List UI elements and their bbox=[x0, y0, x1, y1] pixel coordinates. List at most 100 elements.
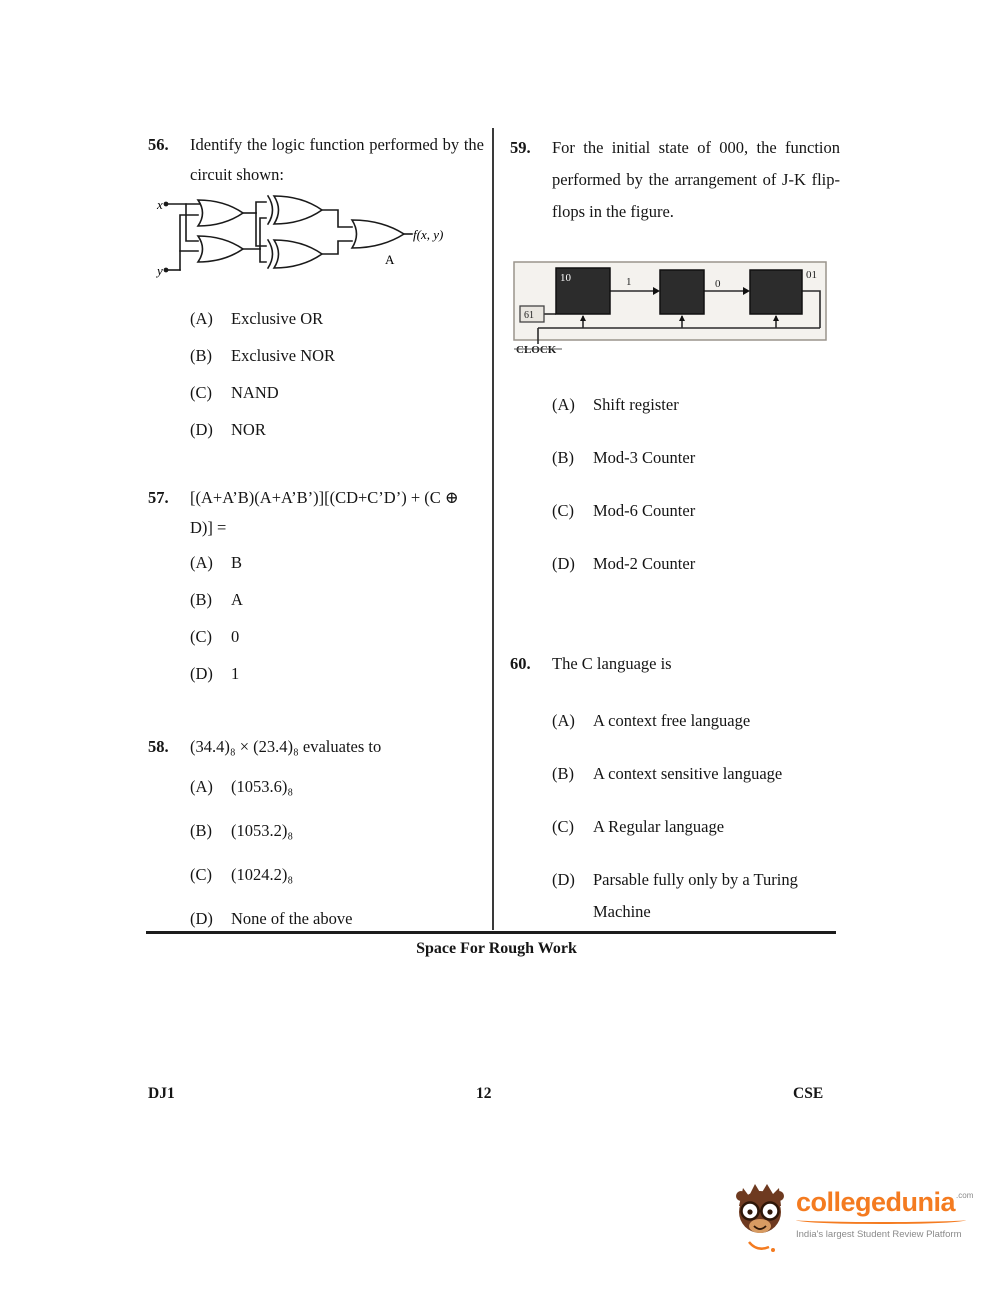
option-label: (B) bbox=[552, 764, 574, 783]
page-number: 12 bbox=[476, 1085, 492, 1102]
question-number: 60. bbox=[510, 654, 531, 673]
option-text: Mod-6 Counter bbox=[593, 501, 696, 520]
option-label: (A) bbox=[190, 553, 213, 572]
option-a: (A) Exclusive OR bbox=[190, 307, 484, 330]
option-text: Exclusive NOR bbox=[231, 346, 336, 365]
flipflop-figure: 10 1 0 01 61 CLOCK bbox=[510, 254, 840, 363]
question-number: 56. bbox=[148, 135, 169, 154]
brand-name: collegedunia bbox=[796, 1187, 956, 1217]
question-text: For the initial state of 000, the functi… bbox=[552, 138, 840, 221]
option-a: (A) Shift register bbox=[552, 389, 840, 421]
question-number: 59. bbox=[510, 138, 531, 157]
option-text: (1024.2)₈ bbox=[231, 865, 294, 884]
option-label: (B) bbox=[552, 448, 574, 467]
question-56: 56. Identify the logic function performe… bbox=[148, 130, 484, 455]
option-text: Mod-2 Counter bbox=[593, 554, 696, 573]
brand-tagline: India's largest Student Review Platform bbox=[796, 1229, 962, 1240]
option-label: (B) bbox=[190, 590, 212, 609]
question-number: 58. bbox=[148, 737, 169, 756]
option-label: (C) bbox=[552, 817, 574, 836]
option-text: 0 bbox=[231, 627, 240, 646]
option-label: (A) bbox=[190, 777, 213, 796]
question-text: (34.4)₈ × (23.4)₈ evaluates to bbox=[190, 737, 382, 756]
collegedunia-logo: collegedunia .com India's largest Studen… bbox=[733, 1180, 973, 1259]
option-text: Parsable fully only by a Turing Machine bbox=[593, 870, 798, 921]
option-text: NAND bbox=[231, 383, 279, 402]
question-head: 57. [(A+A’B)(A+A’B’)][(CD+C’D’) + (C ⊕ D… bbox=[148, 483, 484, 543]
question-text: [(A+A’B)(A+A’B’)][(CD+C’D’) + (C ⊕ D)] = bbox=[190, 488, 459, 537]
options-list: (A) B (B) A (C) 0 (D) 1 bbox=[190, 551, 484, 685]
option-b: (B) A context sensitive language bbox=[552, 758, 840, 790]
rough-work-label: Space For Rough Work bbox=[416, 940, 577, 957]
option-label: (A) bbox=[552, 711, 575, 730]
option-label: (B) bbox=[190, 346, 212, 365]
option-text: B bbox=[231, 553, 243, 572]
section-rule bbox=[146, 931, 836, 934]
clock-label: CLOCK bbox=[516, 344, 557, 356]
option-text: Exclusive OR bbox=[231, 309, 324, 328]
option-d: (D)Mod-2 Counter bbox=[552, 548, 840, 580]
question-text: The C language is bbox=[552, 654, 672, 673]
question-text: Identify the logic function performed by… bbox=[190, 135, 484, 184]
brand-row: collegedunia .com bbox=[796, 1188, 973, 1216]
booklet-code: DJ1 bbox=[148, 1085, 175, 1102]
options-list: (A) Shift register (B) Mod-3 Counter (C) Mo… bbox=[552, 389, 840, 580]
paper-code: CSE bbox=[793, 1085, 824, 1102]
circuit-input-y-label: y bbox=[156, 263, 163, 278]
brand-suffix: .com bbox=[956, 1191, 974, 1200]
option-text: A bbox=[231, 590, 243, 609]
column-divider bbox=[492, 128, 494, 930]
option-a: (A) A context free language bbox=[552, 705, 840, 737]
option-text: None of the above bbox=[231, 909, 353, 928]
question-number: 57. bbox=[148, 488, 169, 507]
option-text: A context sensitive language bbox=[593, 764, 783, 783]
circuit-gate-a-label: A bbox=[385, 252, 395, 267]
flipflop-tag-right: 01 bbox=[806, 269, 817, 281]
flipflop-tag-mid2: 0 bbox=[715, 278, 721, 290]
option-label: (C) bbox=[552, 501, 574, 520]
question-58: 58. (34.4)₈ × (23.4)₈ evaluates to (A) (1… bbox=[148, 732, 493, 951]
circuit-output-label: f(x, y) bbox=[413, 227, 443, 242]
option-b: (B) Mod-3 Counter bbox=[552, 442, 840, 474]
options-list: (A) A context free language (B) A context … bbox=[552, 705, 840, 928]
option-text: (1053.2)₈ bbox=[231, 821, 294, 840]
option-text: A Regular language bbox=[593, 817, 725, 836]
option-a: (A) B bbox=[190, 551, 484, 574]
option-b: (B) Exclusive NOR bbox=[190, 344, 484, 367]
option-d: (D) None of the above bbox=[190, 907, 493, 930]
question-head: 59. For the initial state of 000, the fu… bbox=[510, 132, 840, 228]
options-list: (A) Exclusive OR (B) Exclusive NOR (C) NAND… bbox=[190, 307, 484, 441]
option-label: (D) bbox=[190, 664, 213, 683]
option-label: (D) bbox=[552, 870, 575, 889]
option-text: A context free language bbox=[593, 711, 751, 730]
options-list: (A) (1053.6)₈ (B) (1053.2)₈ (C)(1024.2)₈ (… bbox=[190, 775, 493, 930]
option-a: (A) (1053.6)₈ bbox=[190, 775, 493, 798]
option-label: (C) bbox=[190, 627, 212, 646]
flipflop-tag-mid1: 1 bbox=[626, 276, 632, 288]
option-c: (C)(1024.2)₈ bbox=[190, 863, 493, 886]
option-c: (C) NAND bbox=[190, 381, 484, 404]
option-d: (D) NOR bbox=[190, 418, 484, 441]
option-label: (D) bbox=[190, 909, 213, 928]
option-c: (C) 0 bbox=[190, 625, 484, 648]
option-text: Mod-3 Counter bbox=[593, 448, 696, 467]
option-text: (1053.6)₈ bbox=[231, 777, 294, 796]
question-head: 58. (34.4)₈ × (23.4)₈ evaluates to bbox=[148, 732, 493, 762]
option-label: (D) bbox=[190, 420, 213, 439]
option-c: (C) A Regular language bbox=[552, 811, 840, 843]
option-label: (C) bbox=[190, 383, 212, 402]
option-text: 1 bbox=[231, 664, 240, 683]
brand-underline bbox=[796, 1216, 966, 1224]
option-text: Shift register bbox=[593, 395, 679, 414]
flipflop-tag-small: 61 bbox=[524, 310, 534, 321]
option-label: (A) bbox=[552, 395, 575, 414]
option-b: (B) A bbox=[190, 588, 484, 611]
option-text: NOR bbox=[231, 420, 266, 439]
option-label: (B) bbox=[190, 821, 212, 840]
circuit-input-x-label: x bbox=[156, 197, 163, 212]
question-60: 60. The C language is (A) A context free … bbox=[510, 648, 840, 949]
option-c: (C) Mod-6 Counter bbox=[552, 495, 840, 527]
option-label: (A) bbox=[190, 309, 213, 328]
question-59: 59. For the initial state of 000, the fu… bbox=[510, 132, 840, 601]
